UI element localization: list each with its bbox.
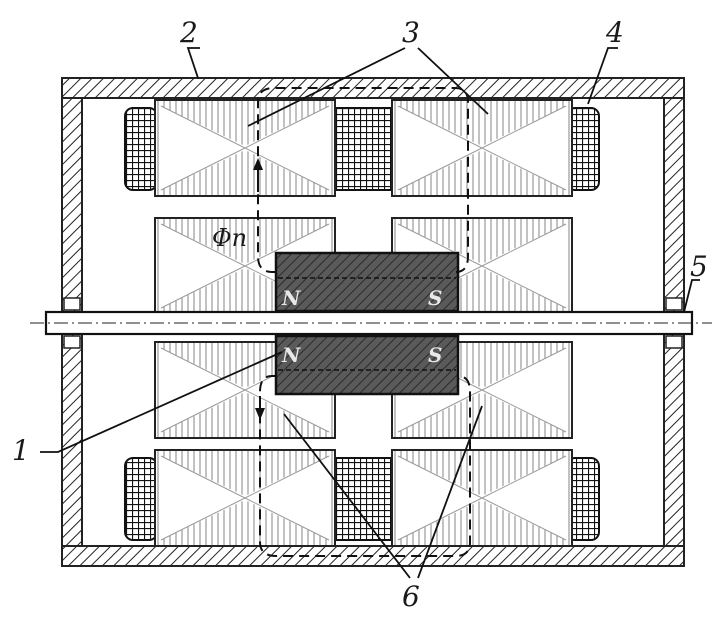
north-pole-label-lower: N — [281, 343, 301, 367]
label-pole-cores: 3 — [402, 16, 420, 49]
label-winding: 4 — [605, 16, 624, 49]
leader-lines — [40, 47, 700, 579]
south-pole-label: S — [428, 286, 442, 310]
label-flux-paths: 6 — [402, 580, 420, 613]
label-housing: 2 — [179, 16, 198, 49]
label-magnet: 1 — [12, 434, 30, 467]
winding-coils — [124, 107, 600, 541]
flux-paths — [257, 87, 471, 557]
flux-symbol: Φп — [212, 224, 247, 252]
shaft — [30, 310, 712, 336]
north-pole-label: N — [281, 286, 301, 310]
label-shaft: 5 — [690, 250, 708, 283]
south-pole-label-lower: S — [428, 343, 442, 367]
permanent-magnet: N S N S — [274, 251, 460, 396]
flux-arrows — [253, 158, 265, 420]
